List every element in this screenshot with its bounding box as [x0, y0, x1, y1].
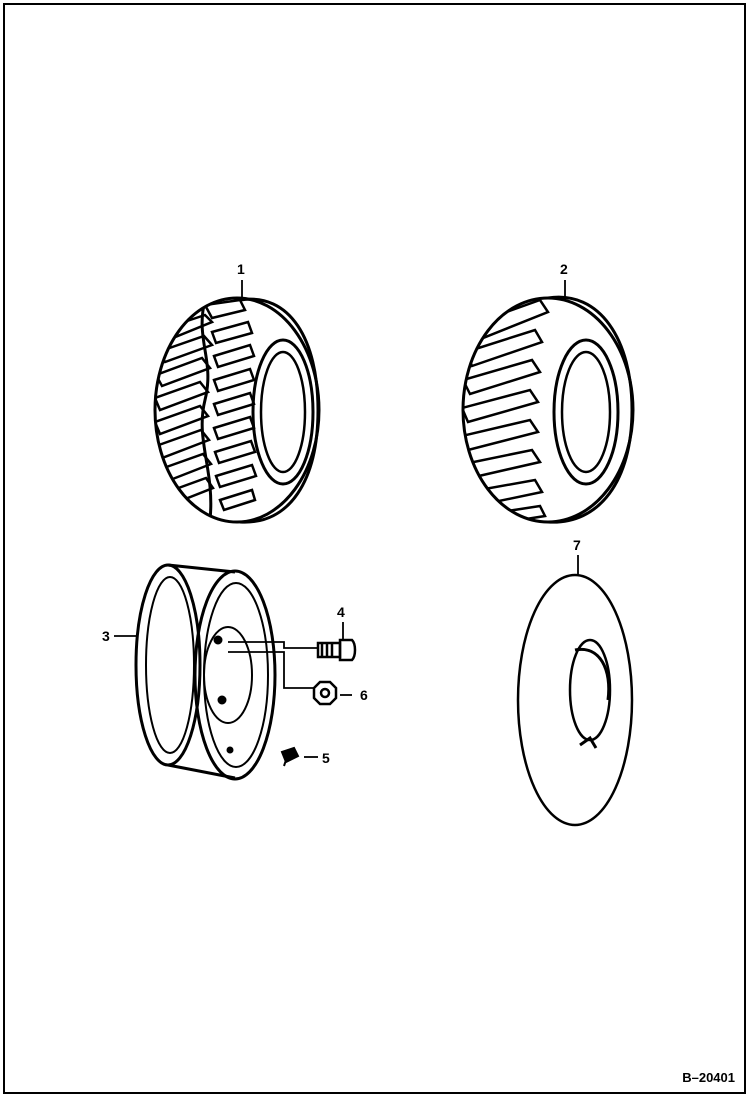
callout-4: 4: [337, 604, 345, 620]
callout-7: 7: [573, 537, 581, 553]
tire-1: [153, 296, 321, 524]
nut-6: [312, 680, 338, 706]
valve-stem-5: [280, 746, 300, 767]
callout-6: 6: [360, 687, 368, 703]
figure-frame: [3, 3, 746, 1094]
callout-5: 5: [322, 750, 330, 766]
wheel-rim-3: [134, 563, 277, 781]
callout-1: 1: [237, 261, 245, 277]
bolt-4: [316, 638, 357, 662]
leader-lines: [114, 280, 579, 758]
callout-2: 2: [560, 261, 568, 277]
callout-3: 3: [102, 628, 110, 644]
inner-tube-7: [516, 573, 634, 827]
tread-blocks-1: [155, 298, 258, 512]
tread-lugs-2: [463, 298, 550, 522]
tire-2: [461, 295, 635, 524]
drawing-code: B–20401: [682, 1070, 735, 1085]
